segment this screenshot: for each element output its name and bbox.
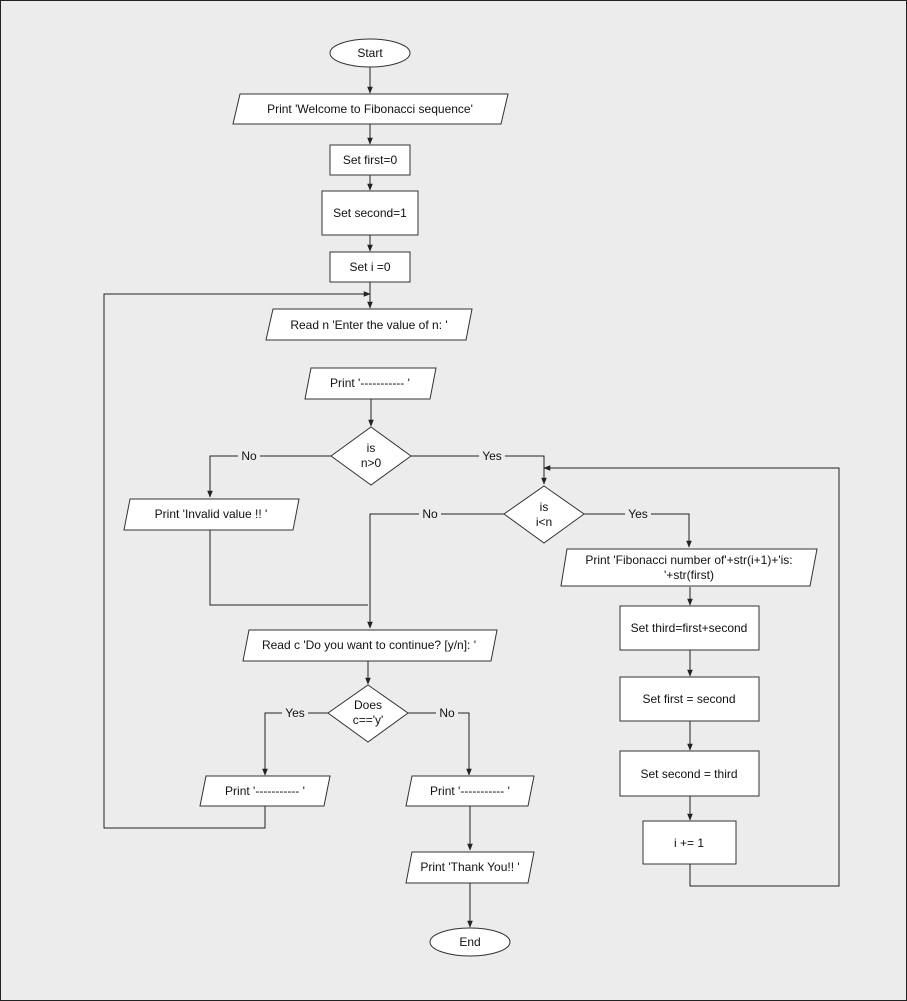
print-fib-line1: Print 'Fibonacci number of'+str(i+1)+'is… — [585, 553, 792, 567]
set-third-process: Set third=first+second — [619, 605, 760, 651]
set-first-second-label: Set first = second — [642, 692, 735, 706]
print-invalid-io: Print 'Invalid value !! ' — [123, 498, 300, 531]
start-terminal: Start — [329, 38, 411, 68]
print-fibonacci-io: Print 'Fibonacci number of'+str(i+1)+'is… — [560, 548, 818, 587]
print-dash-top-label: Print '----------- ' — [330, 376, 410, 390]
label-npos-yes: Yes — [482, 449, 502, 463]
print-dash-no-label: Print '----------- ' — [430, 784, 510, 798]
set-first-process: Set first=0 — [329, 144, 411, 176]
set-second-process: Set second=1 — [321, 190, 419, 236]
increment-i-process: i += 1 — [642, 820, 737, 865]
edge-invalid-merge — [209, 530, 368, 606]
read-n-io: Read n 'Enter the value of n: ' — [265, 308, 473, 341]
decision-n-positive: is n>0 — [330, 426, 412, 486]
print-dash-no-io: Print '----------- ' — [405, 775, 535, 807]
increment-i-label: i += 1 — [674, 836, 704, 850]
label-iltn-no: No — [422, 507, 438, 521]
edge-iltn-no — [367, 513, 504, 629]
label-iltn-yes: Yes — [628, 507, 648, 521]
edge-loop-back — [543, 465, 840, 887]
end-terminal: End — [429, 927, 511, 957]
decision-n-line2: n>0 — [361, 456, 382, 470]
print-dash-yes-io: Print '----------- ' — [199, 775, 331, 807]
decision-continue: Does c=='y' — [327, 684, 409, 743]
set-third-label: Set third=first+second — [631, 621, 748, 635]
print-thanks-io: Print 'Thank You!! ' — [405, 851, 535, 884]
print-fib-line2: '+str(first) — [664, 568, 714, 582]
print-welcome-label: Print 'Welcome to Fibonacci sequence' — [267, 102, 473, 116]
decision-c-line1: Does — [354, 698, 382, 712]
decision-c-line2: c=='y' — [353, 713, 384, 727]
end-label: End — [459, 935, 480, 949]
connectors — [103, 67, 840, 928]
edge-iltn-yes — [584, 513, 692, 548]
read-c-io: Read c 'Do you want to continue? [y/n]: … — [242, 629, 498, 662]
set-i-label: Set i =0 — [349, 260, 390, 274]
edge-does-no — [408, 712, 472, 776]
print-invalid-label: Print 'Invalid value !! ' — [155, 507, 268, 521]
edge-npos-yes — [411, 455, 547, 485]
edge-npos-no — [207, 455, 331, 498]
set-second-label: Set second=1 — [333, 206, 407, 220]
set-first-label: Set first=0 — [343, 153, 398, 167]
edge-does-yes — [262, 712, 328, 776]
set-second-third-label: Set second = third — [640, 767, 737, 781]
set-second-third-process: Set second = third — [619, 750, 760, 797]
start-label: Start — [357, 46, 383, 60]
read-n-label: Read n 'Enter the value of n: ' — [290, 318, 447, 332]
label-does-yes: Yes — [285, 706, 305, 720]
set-first-second-process: Set first = second — [619, 676, 760, 722]
edge-repeat-loop — [103, 291, 371, 829]
print-dash-yes-label: Print '----------- ' — [225, 784, 305, 798]
print-dash-top-io: Print '----------- ' — [304, 367, 437, 400]
decision-n-line1: is — [367, 441, 376, 455]
label-npos-no: No — [241, 449, 257, 463]
set-i-process: Set i =0 — [329, 251, 411, 283]
edge-labels: No Yes No Yes Yes No — [238, 449, 651, 720]
decision-i-line1: is — [540, 500, 549, 514]
print-welcome-io: Print 'Welcome to Fibonacci sequence' — [232, 93, 509, 125]
decision-i-line2: i<n — [536, 515, 552, 529]
print-thanks-label: Print 'Thank You!! ' — [420, 860, 519, 874]
label-does-no: No — [439, 706, 455, 720]
decision-i-less-n: is i<n — [503, 485, 585, 544]
read-c-label: Read c 'Do you want to continue? [y/n]: … — [262, 638, 476, 652]
